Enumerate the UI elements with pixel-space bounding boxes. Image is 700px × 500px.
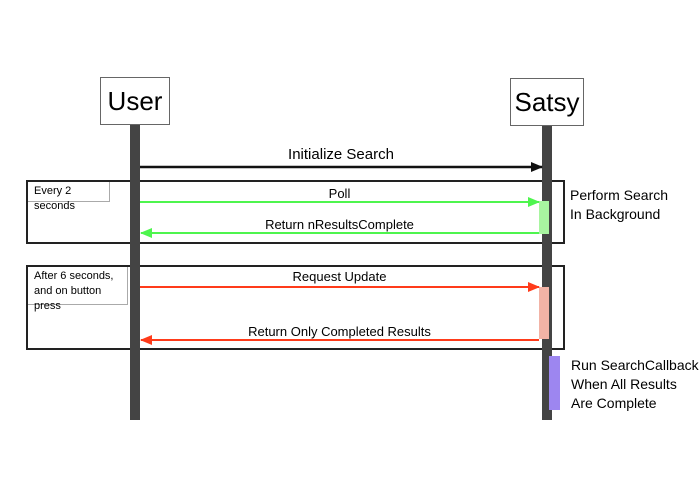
note-line-2: In Background [570,206,661,222]
request-update-label: Request Update [292,269,387,284]
loop-frame-label-every-2-seconds: Every 2 seconds [28,182,110,212]
frame-label-line-2: and on button press [34,285,102,312]
user-lifeline [130,125,140,420]
note-line-1: Perform Search [570,187,669,203]
return-results-label: Return nResultsComplete [265,217,414,232]
user-actor-box: User [100,77,170,125]
update-activation-bar [539,287,549,339]
loop-frame-every-2-seconds [26,180,565,244]
satsy-actor-box: Satsy [510,78,584,126]
note-line-2: When All Results [571,376,677,392]
return-completed-label: Return Only Completed Results [248,324,431,339]
loop-frame-after-6-seconds [26,265,565,350]
poll-label: Poll [328,186,351,201]
frame-label-line-1: After 6 seconds, [34,270,114,282]
poll-activation-bar [539,201,549,234]
initialize-search-label: Initialize Search [288,146,394,163]
frame-label-text: Every 2 seconds [34,185,75,212]
search-callback-note: Run SearchCallback When All Results Are … [571,356,699,413]
note-line-3: Are Complete [571,395,657,411]
perform-search-note: Perform Search In Background [570,186,668,224]
note-line-1: Run SearchCallback [571,357,699,373]
loop-frame-label-after-6-seconds: After 6 seconds, and on button press [28,267,128,312]
user-actor-label: User [107,85,163,116]
satsy-lifeline [542,125,552,420]
callback-activation-bar [549,356,560,410]
satsy-actor-label: Satsy [514,86,580,117]
